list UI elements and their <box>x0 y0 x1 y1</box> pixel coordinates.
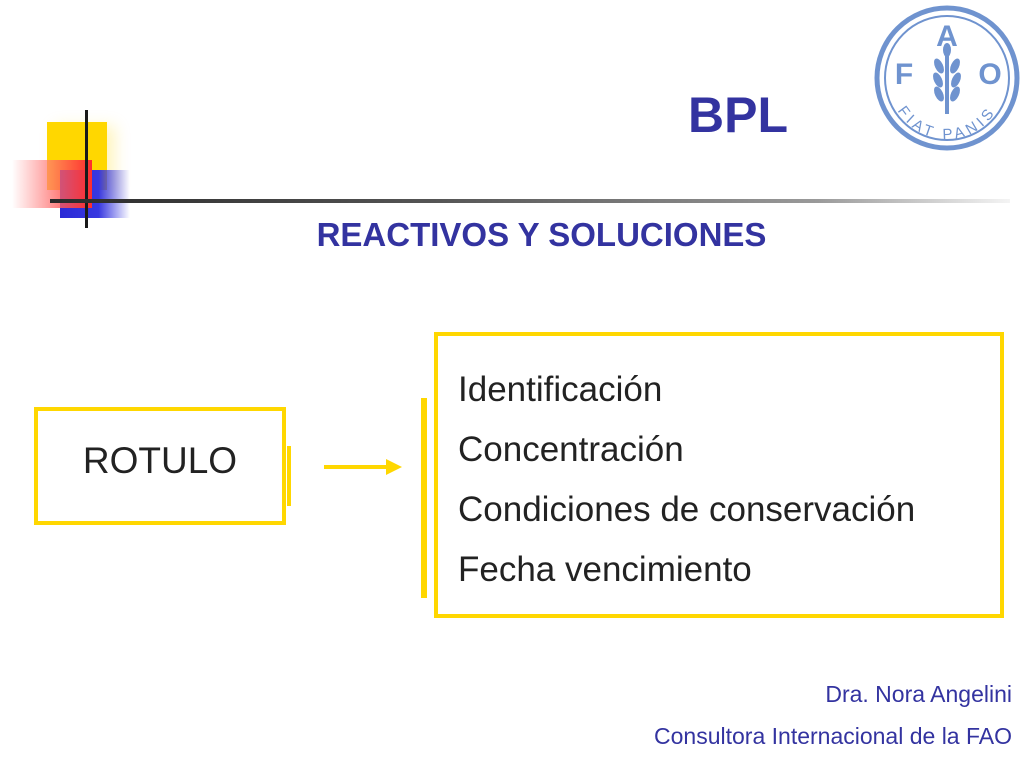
attribute-item: Condiciones de conservación <box>458 490 916 529</box>
rotulo-bracket <box>287 446 291 506</box>
wheat-icon <box>933 43 961 114</box>
attribute-item: Identificación <box>458 370 663 409</box>
attribute-item: Concentración <box>458 430 684 469</box>
slide-subtitle: REACTIVOS Y SOLUCIONES <box>316 216 767 253</box>
decorative-vertical-line <box>85 110 88 228</box>
rotulo-label: ROTULO <box>82 440 238 481</box>
author-role: Consultora Internacional de la FAO <box>654 723 1012 749</box>
rotulo-box <box>34 407 286 525</box>
slide-title: BPL <box>688 87 788 143</box>
attributes-box <box>434 332 1004 618</box>
arrow-right-icon <box>324 459 402 475</box>
attributes-bracket <box>421 398 427 598</box>
title-divider-line <box>50 199 1010 203</box>
logo-letter-f: F <box>895 58 913 91</box>
attribute-item: Fecha vencimiento <box>458 550 752 589</box>
logo-letter-a: A <box>936 20 958 53</box>
author-name: Dra. Nora Angelini <box>825 681 1012 707</box>
fao-logo: A F O FIAT PANIS <box>874 5 1020 151</box>
logo-letter-o: O <box>978 58 1001 91</box>
